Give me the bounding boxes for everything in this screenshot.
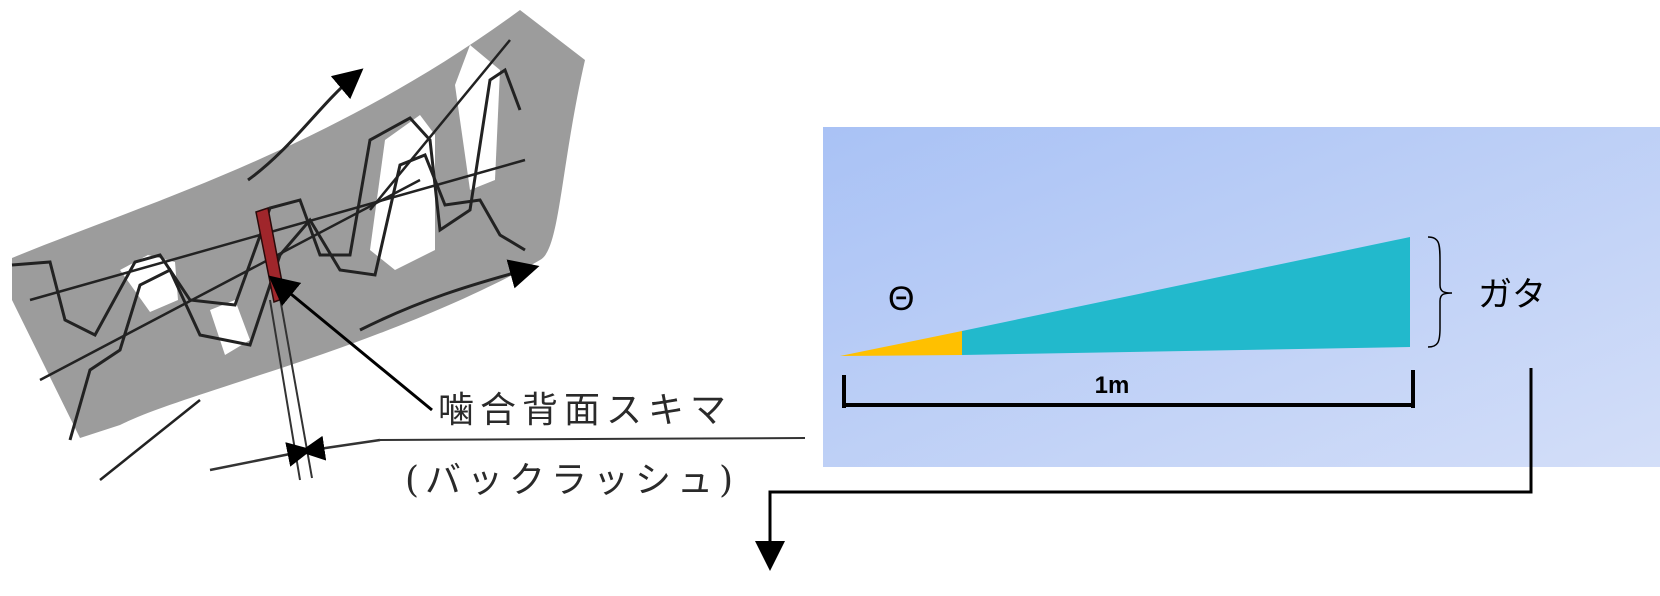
backlash-angle-panel: Θ ガタ 1m bbox=[823, 127, 1660, 467]
rotation-arrow-lower bbox=[359, 259, 540, 332]
contact-line bbox=[99, 399, 201, 481]
tooth-gap bbox=[210, 300, 250, 355]
dimension-line bbox=[842, 370, 1415, 408]
wedge-teal bbox=[962, 237, 1410, 355]
gap-label: ガタ bbox=[1478, 276, 1546, 314]
upper-gear-profile bbox=[11, 67, 522, 337]
rotation-arrow-upper bbox=[247, 68, 364, 182]
contact-line bbox=[369, 39, 511, 211]
label-baseline bbox=[379, 437, 806, 441]
backlash-label-katakana: (バックラッシュ) bbox=[405, 460, 739, 501]
contact-line bbox=[29, 158, 526, 302]
length-label: 1m bbox=[1095, 372, 1130, 399]
measure-line bbox=[299, 435, 381, 461]
connector-arrow bbox=[755, 368, 1533, 571]
gap-brace bbox=[1427, 236, 1453, 348]
backlash-label-japanese: 噛合背面スキマ bbox=[438, 390, 732, 431]
angle-symbol: Θ bbox=[888, 280, 914, 318]
measure-line bbox=[209, 442, 313, 472]
pointer-arrow bbox=[268, 275, 433, 412]
wedge-angle-yellow bbox=[840, 331, 962, 356]
gear-mesh-illustration: 噛合背面スキマ (バックラッシュ) bbox=[11, 10, 806, 501]
contact-line bbox=[39, 178, 421, 382]
